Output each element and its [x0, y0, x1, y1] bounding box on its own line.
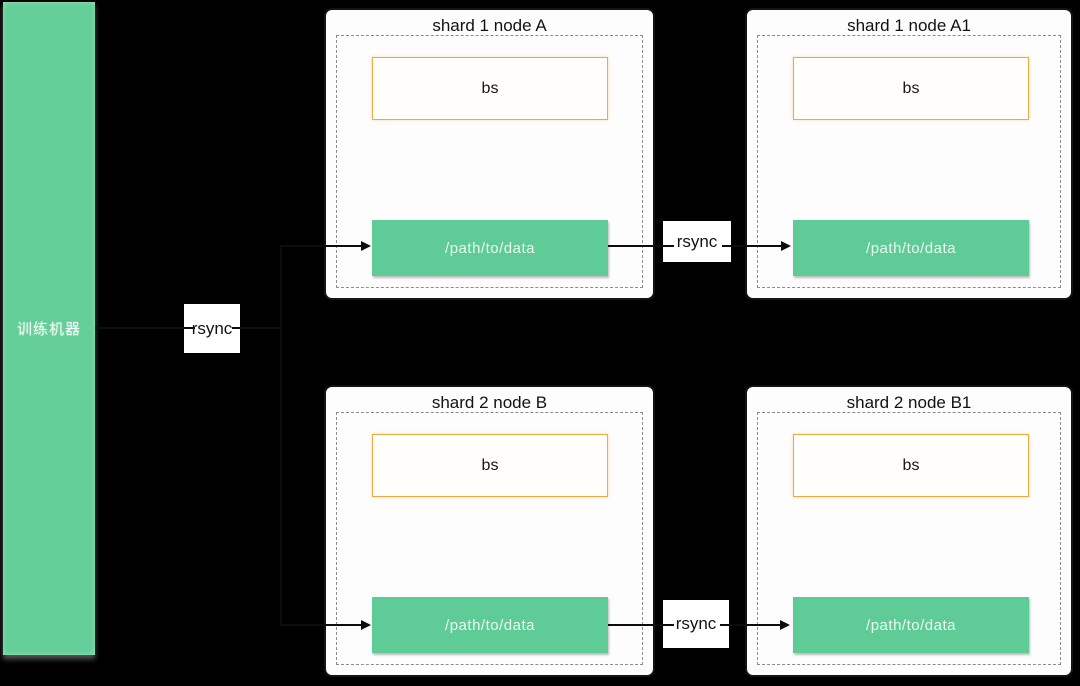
- bs-label: bs: [902, 456, 920, 474]
- arrow-into-node-a: [280, 245, 362, 247]
- bs-label: bs: [481, 456, 499, 474]
- node-shard2-b1: shard 2 node B1 bs /path/to/data: [745, 385, 1073, 677]
- rsync-label-shard1: rsync: [663, 221, 731, 262]
- rsync-label-text: rsync: [191, 318, 233, 338]
- data-path-label: /path/to/data: [866, 616, 956, 634]
- node-title: shard 2 node B1: [846, 393, 972, 412]
- arrow-rsync-to-node-a1: [722, 245, 781, 247]
- source-machine-label: 训练机器: [16, 321, 81, 338]
- node-title: shard 1 node A1: [847, 16, 971, 35]
- node-shard1-a1: shard 1 node A1 bs /path/to/data: [745, 8, 1073, 300]
- bs-label: bs: [902, 79, 920, 97]
- data-path-label: /path/to/data: [866, 239, 956, 257]
- rsync-label-text: rsync: [675, 614, 717, 633]
- data-path-box: /path/to/data: [372, 597, 608, 653]
- arrow-node-a-to-rsync: [608, 245, 674, 247]
- node-shard2-b: shard 2 node B bs /path/to/data: [324, 385, 655, 677]
- arrowhead-node-a1: [781, 241, 791, 251]
- rsync-label-shard2: rsync: [663, 600, 729, 648]
- bs-box: bs: [372, 57, 608, 120]
- node-inner-dashed-box: [336, 412, 643, 665]
- bs-box: bs: [372, 434, 608, 497]
- bs-box: bs: [793, 57, 1029, 120]
- source-machine-bar: 训练机器: [3, 2, 95, 655]
- arrowhead-node-b: [361, 620, 371, 630]
- data-path-label: /path/to/data: [445, 616, 535, 634]
- bs-box: bs: [793, 434, 1029, 497]
- node-inner-dashed-box: [336, 35, 643, 288]
- arrowhead-node-b1: [780, 620, 790, 630]
- arrow-into-node-b: [280, 624, 362, 626]
- data-path-box: /path/to/data: [793, 597, 1029, 653]
- data-path-label: /path/to/data: [445, 239, 535, 257]
- rsync-label-text: rsync: [676, 231, 718, 251]
- arrowhead-node-a: [361, 241, 371, 251]
- arrow-rsync-to-node-b1: [720, 624, 781, 626]
- node-title: shard 2 node B: [431, 393, 548, 412]
- data-path-box: /path/to/data: [793, 220, 1029, 276]
- node-inner-dashed-box: [757, 412, 1061, 665]
- arrow-split-vertical: [280, 245, 282, 626]
- arrow-node-b-to-rsync: [608, 624, 674, 626]
- node-inner-dashed-box: [757, 35, 1061, 288]
- bs-label: bs: [481, 79, 499, 97]
- arrow-rsync-to-split: [232, 327, 281, 329]
- node-shard1-a: shard 1 node A bs /path/to/data: [324, 8, 655, 300]
- data-path-box: /path/to/data: [372, 220, 608, 276]
- arrow-source-to-rsync: [95, 327, 195, 329]
- node-title: shard 1 node A: [432, 16, 547, 35]
